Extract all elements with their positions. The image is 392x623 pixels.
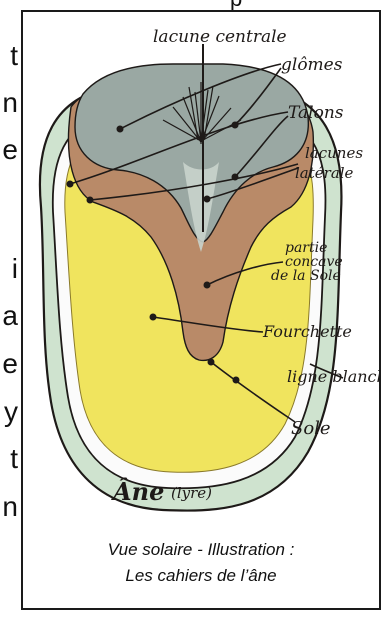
label-de-la-sole: de la Sole [271, 268, 341, 284]
label-talons: Talons [288, 103, 344, 123]
label-sole: Sole [291, 418, 331, 439]
label-ane: Âne [111, 477, 164, 506]
illustration-frame: lacune centrale glômes Talons lacunes la… [21, 10, 381, 610]
left-fragment: y [4, 398, 18, 426]
label-fourchette: Fourchette [262, 322, 352, 341]
left-fragment: t [10, 42, 18, 70]
left-text-fragments: t n e i a e y t n [0, 0, 18, 623]
left-fragment: a [2, 302, 18, 330]
left-fragment: i [12, 255, 18, 283]
label-ligne-blanche: ligne blanche [287, 367, 379, 386]
left-fragment: e [2, 136, 18, 164]
label-lacune-centrale: lacune centrale [153, 27, 287, 47]
left-fragment: t [10, 445, 18, 473]
left-fragment: n [2, 493, 18, 521]
left-fragment: e [2, 350, 18, 378]
label-glomes: glômes [281, 55, 343, 75]
illustration-caption: Vue solaire - Illustration : Les cahiers… [23, 537, 379, 589]
label-laterale: latérale [295, 164, 354, 182]
hoof-diagram: lacune centrale glômes Talons lacunes la… [23, 12, 379, 524]
left-fragment: n [2, 89, 18, 117]
label-lyre: (lyre) [171, 484, 212, 502]
caption-line-2: Les cahiers de l’âne [23, 563, 379, 589]
caption-line-1: Vue solaire - Illustration : [23, 537, 379, 563]
label-lacunes: lacunes [305, 144, 363, 162]
